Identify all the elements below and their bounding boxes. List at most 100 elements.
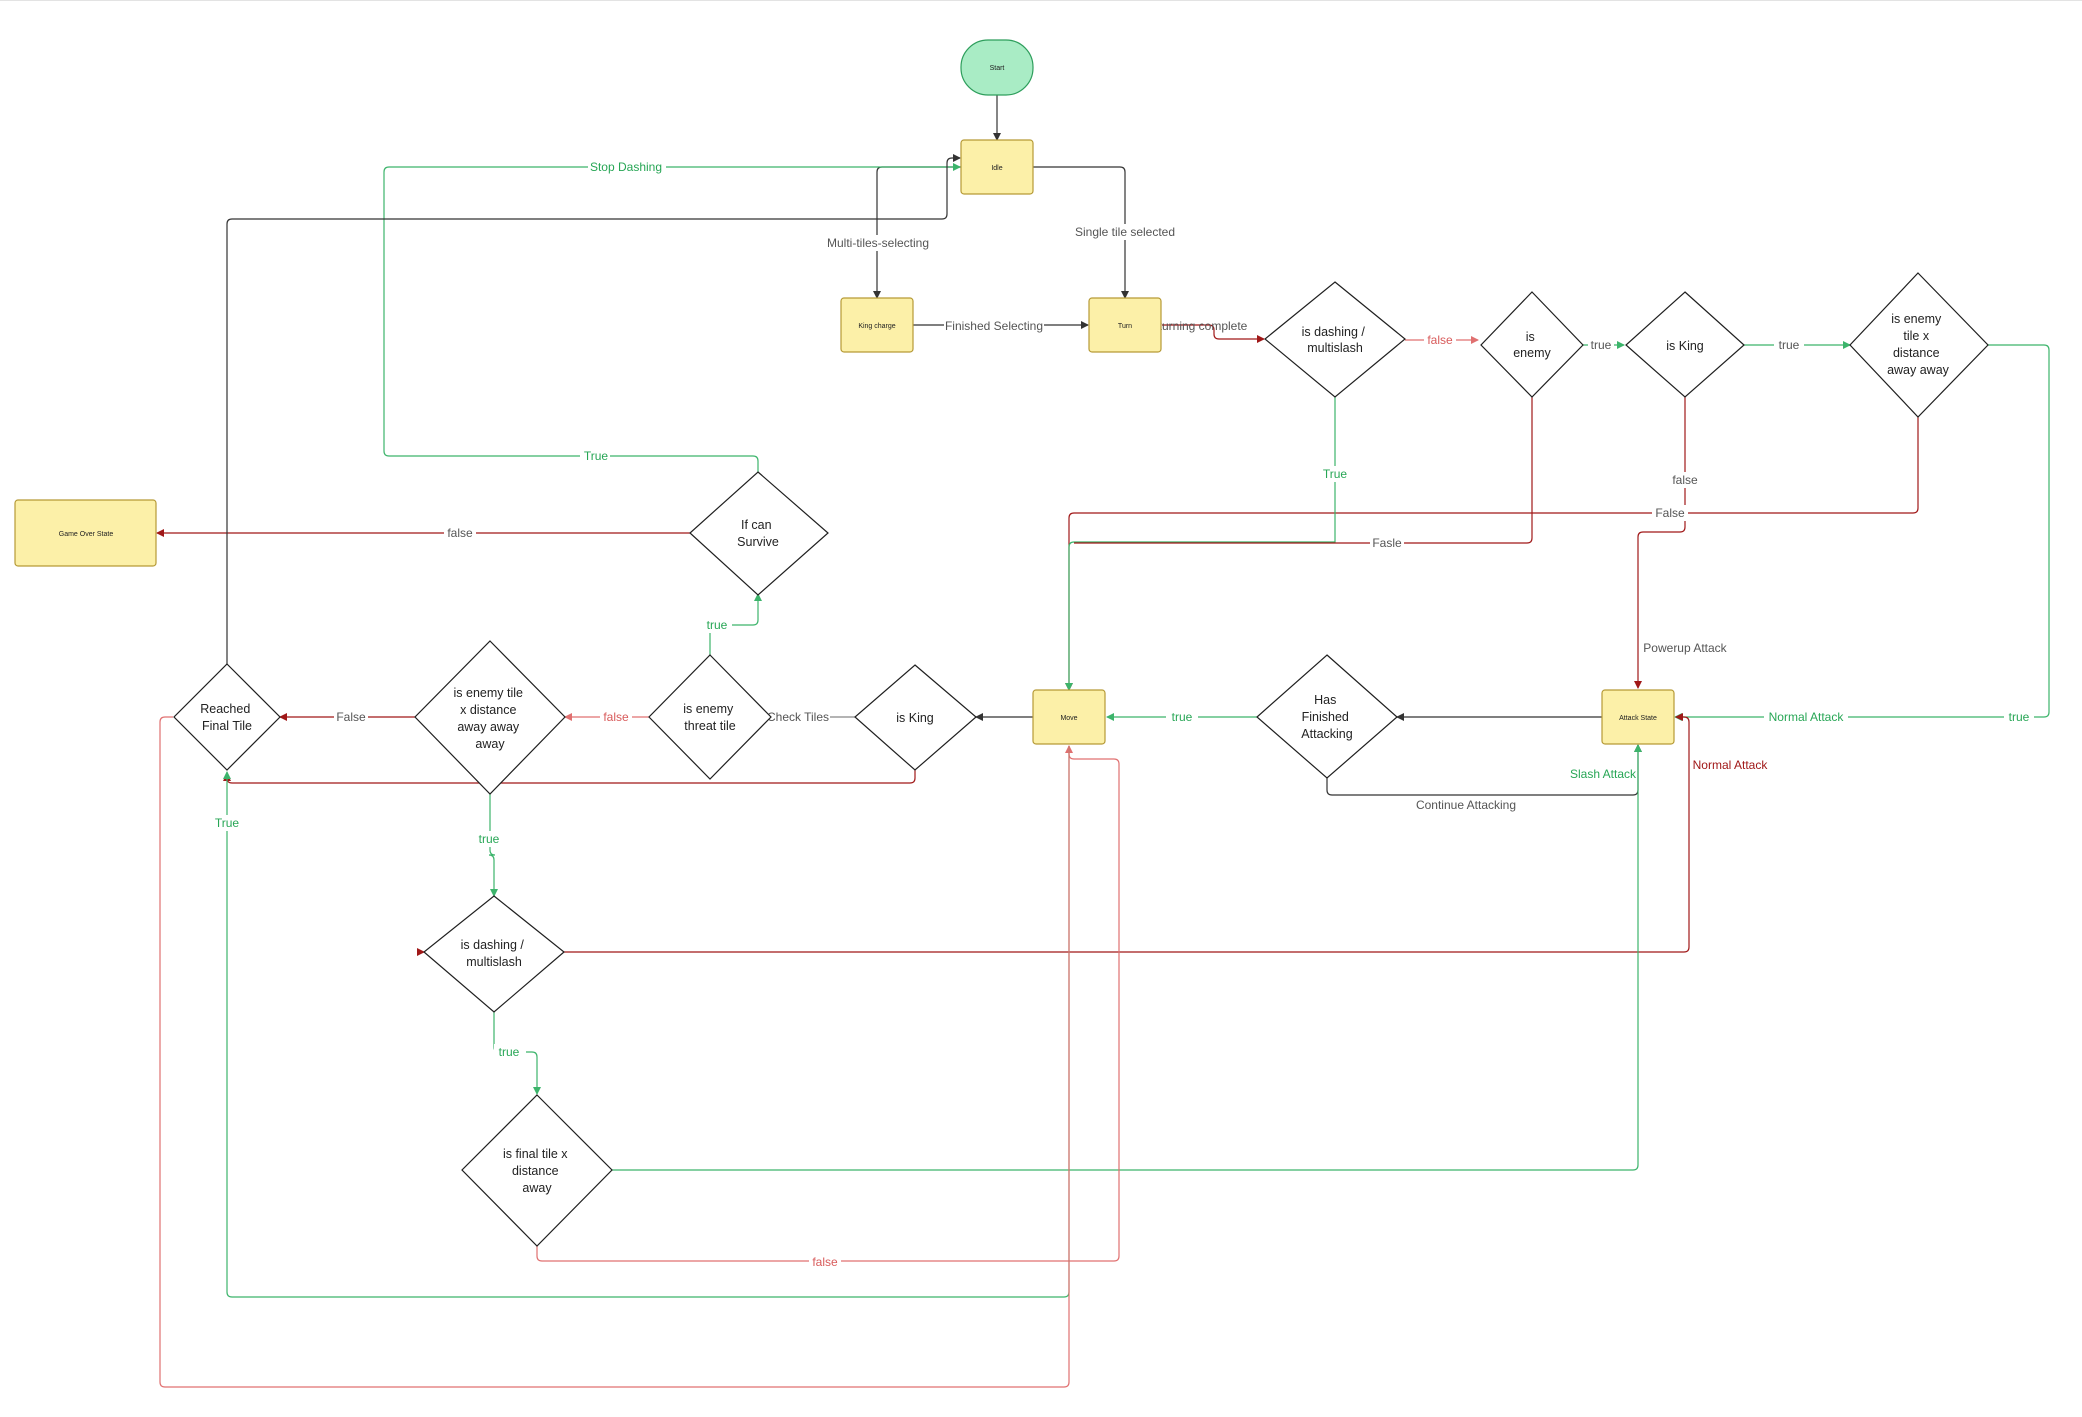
svg-text:is enemy: is enemy: [1513, 330, 1551, 360]
svg-text:is King: is King: [896, 711, 934, 725]
label-true-dash2: true: [499, 1045, 520, 1059]
node-has-finished-line3: Attacking: [1301, 727, 1352, 741]
edge-enemytile2-dash2: [488, 794, 498, 897]
svg-text:is dashing / multislas: is dashing / multislash: [1302, 325, 1369, 355]
node-has-finished-line1: Has: [1314, 693, 1336, 707]
edge-move-reached-true: [223, 746, 1070, 1298]
node-is-king-1-line1: is King: [1666, 339, 1704, 353]
svg-text:is enemy tile x distan: is enemy tile x distance away away away: [454, 686, 527, 751]
label-true-move: true: [1172, 710, 1193, 724]
node-dash-check-1[interactable]: is dashing / multislash: [1264, 281, 1406, 398]
top-border: [0, 0, 2082, 1]
node-move[interactable]: Move: [1032, 689, 1106, 745]
label-false-big: False: [1655, 506, 1685, 520]
node-enemy-tile-2-line2: x distance: [460, 703, 516, 717]
node-if-can-survive-line1: If can: [741, 518, 772, 532]
label-stop-dashing: Stop Dashing: [590, 160, 662, 174]
node-threat-tile[interactable]: is enemy threat tile: [648, 654, 772, 780]
node-has-finished-line2: Finished: [1302, 710, 1349, 724]
node-enemy-tile-1-line4: away away: [1887, 363, 1950, 377]
edge-turn-dashcheck: [1162, 324, 1265, 343]
node-is-king-1[interactable]: is King: [1625, 291, 1745, 398]
label-true-survive-top: True: [584, 449, 609, 463]
edge-reached-idle: [226, 154, 961, 664]
node-enemy-tile-2-line4: away: [475, 737, 505, 751]
node-is-king-2[interactable]: is King: [854, 664, 977, 771]
node-enemy-tile-1-line3: distance: [1893, 346, 1940, 360]
svg-text:is enemy tile x: is enemy tile x distance away away: [1887, 312, 1950, 377]
node-enemy-tile-2[interactable]: is enemy tile x distance away away away: [414, 640, 566, 795]
node-final-tile-line2: distance: [512, 1164, 559, 1178]
label-false-reach: False: [336, 710, 366, 724]
label-true-dash: True: [1323, 467, 1348, 481]
svg-text:is final tile x distan: is final tile x distance away: [503, 1147, 571, 1195]
node-reached-final[interactable]: Reached Final Tile: [173, 663, 281, 771]
node-reached-final-line2: Final Tile: [202, 719, 252, 733]
edge-reached-move-loop: [159, 716, 1070, 1388]
label-fasle: Fasle: [1372, 536, 1402, 550]
node-enemy-tile-2-line1: is enemy tile: [454, 686, 524, 700]
node-is-enemy[interactable]: is enemy: [1480, 291, 1584, 398]
edge-isking2-reached: [223, 770, 916, 784]
label-true-threat: true: [707, 618, 728, 632]
label-multi-tiles: Multi-tiles-selecting: [827, 236, 929, 250]
node-move-label: Move: [1060, 715, 1077, 722]
label-false-threat: false: [603, 710, 629, 724]
svg-text:is enemy threat tile: is enemy threat tile: [683, 702, 737, 733]
label-normal-attack-green: Normal Attack: [1769, 710, 1845, 724]
label-false-final: false: [812, 1255, 838, 1269]
node-idle-label: Idle: [991, 165, 1002, 172]
label-false-survive: false: [447, 526, 473, 540]
node-turn[interactable]: Turn: [1088, 297, 1162, 353]
node-start-label: Start: [990, 65, 1005, 72]
edge-enemytile1-attack: [1674, 344, 2050, 721]
node-king-charge[interactable]: King charge: [840, 297, 914, 353]
label-turning-complete: turning complete: [1159, 319, 1248, 333]
svg-text:is dashing / multislas: is dashing / multislash: [461, 938, 528, 969]
node-final-tile-line3: away: [522, 1181, 552, 1195]
label-single-tile: Single tile selected: [1075, 225, 1175, 239]
node-enemy-tile-1[interactable]: is enemy tile x distance away away: [1849, 272, 1989, 418]
edge-dash1-move: [1065, 397, 1336, 691]
node-is-king-2-line1: is King: [896, 711, 934, 725]
node-dash-check-2[interactable]: is dashing / multislash: [423, 895, 565, 1013]
node-game-over[interactable]: Game Over State: [14, 499, 157, 567]
node-final-tile[interactable]: is final tile x distance away: [461, 1094, 613, 1247]
node-has-finished[interactable]: Has Finished Attacking: [1256, 654, 1398, 779]
node-dash-check-2-line2: multislash: [466, 955, 522, 969]
node-attack-state-label: Attack State: [1619, 715, 1657, 722]
node-attack-state[interactable]: Attack State: [1601, 689, 1675, 745]
label-powerup-attack: Powerup Attack: [1643, 641, 1727, 655]
label-true-final-reach: True: [215, 816, 240, 830]
edge-idle-kingcharge: [873, 166, 961, 299]
node-is-enemy-line1: is: [1526, 330, 1535, 344]
node-if-can-survive[interactable]: If can Survive: [689, 471, 829, 596]
label-continue-attacking: Continue Attacking: [1416, 798, 1516, 812]
node-start[interactable]: Start: [960, 39, 1034, 96]
edge-isking-attack: [1634, 397, 1686, 689]
edge-idle-turn: [1033, 166, 1129, 299]
edge-enemytile1-move: [1065, 417, 1919, 691]
edge-finaltile-move: [536, 745, 1120, 1262]
svg-text:Reached Final Tile: Reached Final Tile: [200, 702, 254, 733]
node-idle[interactable]: Idle: [960, 139, 1034, 195]
label-true-tile2: true: [479, 832, 500, 846]
label-slash-attack: Slash Attack: [1570, 767, 1637, 781]
node-dash-check-1-line1: is dashing /: [1302, 325, 1366, 339]
node-enemy-tile-2-line3: away away: [457, 720, 520, 734]
node-reached-final-line1: Reached: [200, 702, 250, 716]
node-dash-check-1-line2: multislash: [1307, 341, 1363, 355]
label-finished-selecting: Finished Selecting: [945, 319, 1043, 333]
edge-dash2-attack: [564, 713, 1690, 953]
edge-isenemy-move: [1074, 397, 1533, 544]
node-threat-tile-line2: threat tile: [684, 719, 735, 733]
svg-text:If can Survive: If can Survive: [737, 518, 779, 549]
node-turn-label: Turn: [1118, 323, 1132, 330]
edge-survive-idle: [383, 163, 961, 472]
edge-finaltile-attack: [612, 744, 1642, 1171]
label-check-tiles: Check Tiles: [767, 710, 829, 724]
label-true-2: true: [1779, 338, 1800, 352]
node-threat-tile-line1: is enemy: [683, 702, 734, 716]
node-game-over-label: Game Over State: [59, 531, 114, 538]
